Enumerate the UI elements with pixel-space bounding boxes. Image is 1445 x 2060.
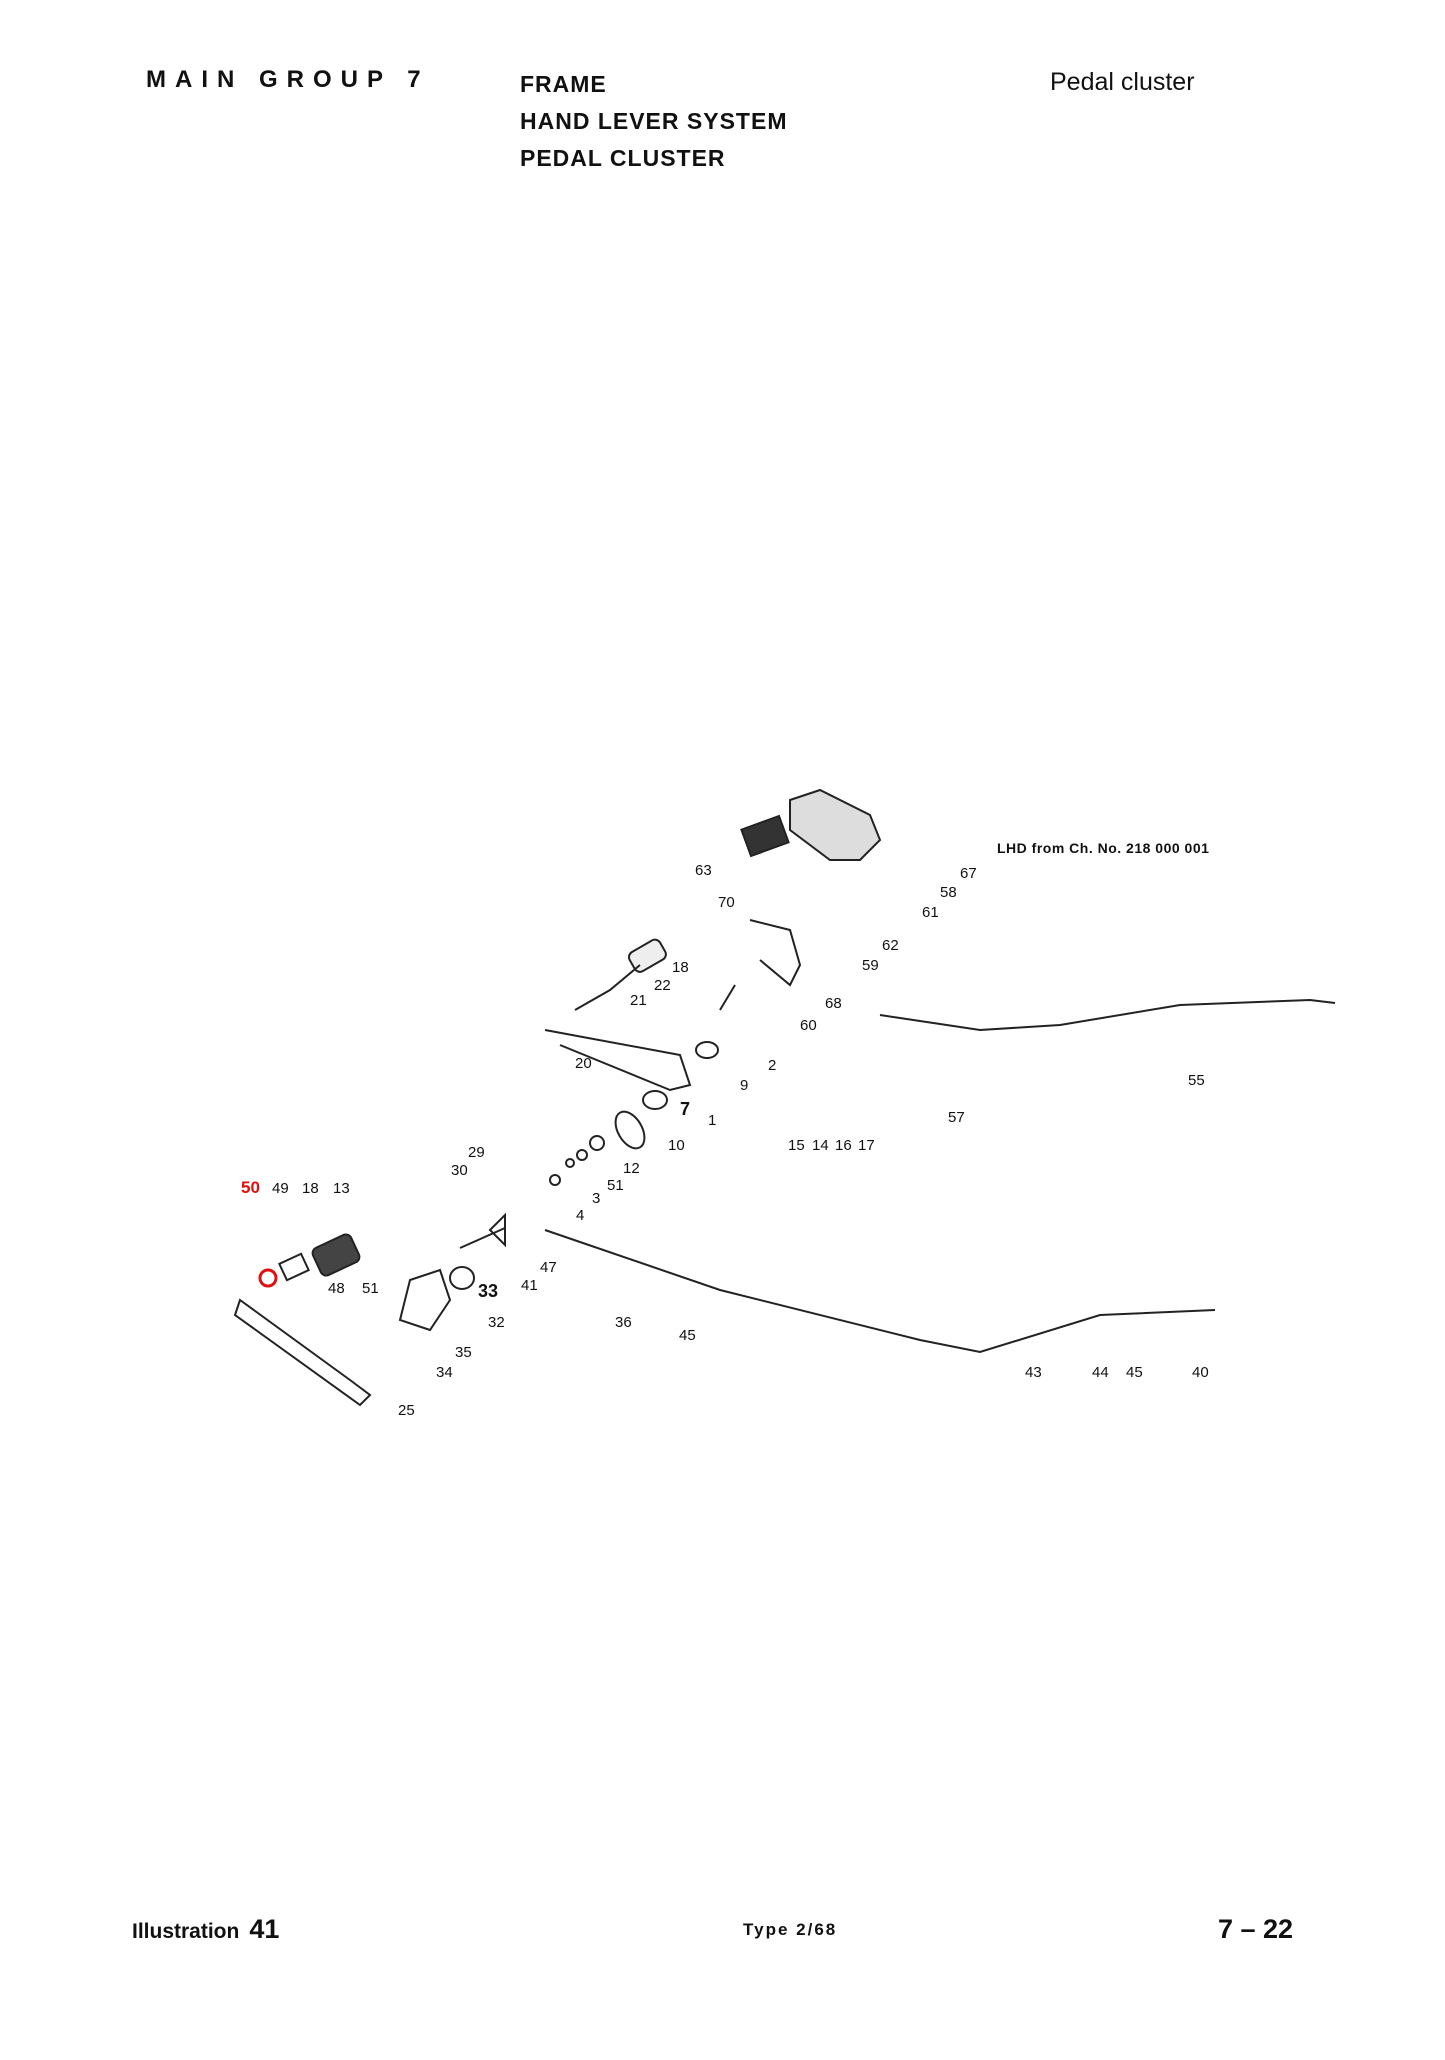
accelerator-pedal [789, 788, 882, 861]
svg-text:68: 68 [825, 995, 842, 1012]
svg-text:67: 67 [960, 865, 977, 882]
throttle-cable-55 [879, 998, 1336, 1032]
illustration-number: 41 [249, 1914, 280, 1944]
svg-text:13: 13 [333, 1180, 350, 1197]
washer-4 [549, 1174, 561, 1186]
clutch-arm [574, 964, 641, 1011]
svg-text:45: 45 [1126, 1364, 1143, 1381]
washer-3 [565, 1158, 575, 1168]
svg-text:43: 43 [1025, 1364, 1042, 1381]
part-50-highlight [258, 1268, 278, 1288]
illustration-caption: Illustration 41 [132, 1914, 279, 1945]
page-number: 7 – 22 [1218, 1914, 1294, 1944]
svg-text:62: 62 [882, 937, 899, 954]
pedal-bracket [749, 919, 802, 987]
pedal-pad-63 [740, 814, 790, 858]
bushing-33 [449, 1266, 475, 1290]
svg-text:4: 4 [576, 1207, 584, 1224]
svg-text:1: 1 [708, 1112, 716, 1129]
vehicle-type: Type 2/68 [743, 1920, 838, 1939]
lever-41 [488, 1212, 506, 1248]
clutch-pad-18 [627, 938, 667, 973]
svg-text:40: 40 [1192, 1364, 1209, 1381]
svg-text:16: 16 [835, 1137, 852, 1154]
svg-text:50: 50 [241, 1178, 260, 1197]
main-group-heading: MAIN GROUP 7 [146, 66, 430, 93]
bushing-7 [642, 1090, 668, 1110]
svg-text:44: 44 [1092, 1364, 1109, 1381]
svg-text:36: 36 [615, 1314, 632, 1331]
svg-text:32: 32 [488, 1314, 505, 1331]
svg-text:9: 9 [740, 1077, 748, 1094]
svg-text:55: 55 [1188, 1072, 1205, 1089]
svg-text:63: 63 [695, 862, 712, 879]
svg-text:51: 51 [362, 1280, 379, 1297]
spring-10 [614, 1110, 646, 1150]
section-titles: FRAME HAND LEVER SYSTEM PEDAL CLUSTER [520, 66, 787, 177]
svg-text:14: 14 [812, 1137, 829, 1154]
svg-text:51: 51 [607, 1177, 624, 1194]
svg-text:3: 3 [592, 1190, 600, 1207]
svg-text:58: 58 [940, 884, 957, 901]
svg-text:18: 18 [302, 1180, 319, 1197]
illustration-label: Illustration [132, 1920, 240, 1943]
svg-text:61: 61 [922, 904, 939, 921]
svg-text:70: 70 [718, 894, 735, 911]
svg-text:48: 48 [328, 1280, 345, 1297]
svg-text:20: 20 [575, 1055, 592, 1072]
svg-text:57: 57 [948, 1109, 965, 1126]
title-hand-lever-system: HAND LEVER SYSTEM [520, 108, 788, 134]
svg-text:59: 59 [862, 957, 879, 974]
clutch-cable-36 [544, 1229, 1216, 1354]
washer-12 [589, 1135, 605, 1151]
title-frame: FRAME [520, 71, 607, 97]
title-pedal-cluster: PEDAL CLUSTER [520, 145, 726, 171]
svg-text:12: 12 [623, 1160, 640, 1177]
svg-text:17: 17 [858, 1137, 875, 1154]
svg-text:35: 35 [455, 1344, 472, 1361]
svg-text:33: 33 [478, 1281, 498, 1301]
bushing-9 [695, 1041, 719, 1059]
svg-text:60: 60 [800, 1017, 817, 1034]
svg-text:22: 22 [654, 977, 671, 994]
svg-text:7: 7 [680, 1099, 690, 1119]
svg-text:21: 21 [630, 992, 647, 1009]
svg-text:41: 41 [521, 1277, 538, 1294]
svg-text:30: 30 [451, 1162, 468, 1179]
svg-text:49: 49 [272, 1180, 289, 1197]
clutch-lever [544, 1029, 692, 1092]
section-name: Pedal cluster [1050, 68, 1195, 96]
svg-text:25: 25 [398, 1402, 415, 1419]
svg-text:47: 47 [540, 1259, 557, 1276]
svg-text:45: 45 [679, 1327, 696, 1344]
brake-pedal-18 [277, 1252, 311, 1282]
pedal-arm-25 [233, 1298, 372, 1407]
svg-text:18: 18 [672, 959, 689, 976]
svg-text:29: 29 [468, 1144, 485, 1161]
svg-text:15: 15 [788, 1137, 805, 1154]
svg-text:10: 10 [668, 1137, 685, 1154]
pedal-base-32 [398, 1268, 452, 1332]
brake-pad-13 [311, 1233, 361, 1277]
washer-51 [576, 1149, 588, 1161]
svg-text:34: 34 [436, 1364, 453, 1381]
svg-text:2: 2 [768, 1057, 776, 1074]
lhd-note: LHD from Ch. No. 218 000 001 [997, 840, 1210, 856]
link-47 [459, 1227, 506, 1249]
bolt-2 [719, 984, 736, 1011]
